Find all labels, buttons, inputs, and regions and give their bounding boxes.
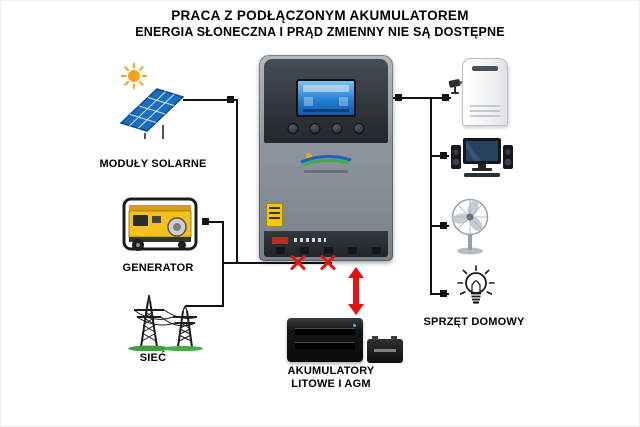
ups-battery-icon — [287, 318, 363, 362]
brand-text-strip — [304, 170, 348, 173]
solar-panel-icon — [119, 88, 185, 139]
battery-label-line2: LITOWE I AGM — [291, 378, 371, 390]
connector-dot — [442, 94, 449, 101]
connector-dot — [440, 290, 447, 297]
inverter-button — [331, 123, 343, 134]
wire-generator — [205, 221, 224, 223]
connector-dot — [227, 96, 234, 103]
connector-dot — [440, 222, 447, 229]
terminal-markings — [294, 238, 326, 242]
wire-load-ac — [430, 97, 451, 99]
connector-dot — [440, 152, 447, 159]
brand-logo-icon — [300, 153, 352, 167]
terminal-port — [372, 247, 381, 254]
grid-label: SIEĆ — [139, 352, 167, 364]
inverter-buttons — [287, 123, 365, 134]
wire-loads-bus — [430, 97, 432, 295]
battery-flow-arrow-icon — [348, 267, 364, 315]
battery-slot — [295, 342, 355, 349]
lcd-graphic — [339, 97, 348, 106]
wire-inverter-output — [392, 97, 432, 99]
battery-led — [353, 324, 356, 327]
air-conditioner-icon — [462, 58, 508, 126]
generator-icon — [122, 197, 198, 251]
battery-slot — [295, 328, 355, 335]
wire-load-bulb — [430, 293, 449, 295]
wire-ac-merge — [222, 221, 224, 307]
ac-vents — [470, 105, 500, 119]
lcd-graphic — [304, 97, 313, 106]
security-camera-icon — [448, 79, 462, 94]
wire-grid — [185, 305, 224, 307]
x-mark-solar-input-icon — [289, 253, 307, 271]
terminal-port — [324, 247, 333, 254]
inverter-button — [353, 123, 365, 134]
connector-dot — [202, 218, 209, 225]
computer-icon — [451, 138, 513, 177]
connector-dot — [395, 94, 402, 101]
inverter-button — [287, 123, 299, 134]
terminal-tag — [272, 237, 288, 244]
terminal-port — [300, 247, 309, 254]
solar-inverter — [259, 55, 393, 261]
light-bulb-icon — [457, 265, 495, 304]
wire-load-fan — [430, 225, 449, 227]
inverter-lcd-display — [296, 79, 356, 117]
wire-solar — [183, 99, 238, 101]
solar-label: MODUŁY SOLARNE — [99, 158, 207, 170]
battery-label: AKUMULATORY LITOWE I AGM — [269, 365, 393, 391]
battery-label-line1: AKUMULATORY — [287, 365, 375, 377]
wire-solar — [236, 99, 238, 264]
power-grid-icon — [128, 294, 203, 351]
fan-icon — [451, 198, 489, 255]
agm-battery-icon — [367, 336, 403, 363]
terminal-port — [276, 247, 285, 254]
page-title: PRACA Z PODŁĄCZONYM AKUMULATOREM — [171, 8, 469, 23]
lcd-graphic — [303, 85, 349, 92]
ac-vent-slit — [472, 66, 498, 71]
lcd-graphic — [303, 109, 349, 112]
wire-inverter-input — [222, 262, 332, 264]
wire-load-computer — [430, 155, 449, 157]
x-mark-ac-input-icon — [319, 253, 337, 271]
page-subtitle: ENERGIA SŁONECZNA I PRĄD ZMIENNY NIE SĄ … — [135, 25, 505, 39]
sun-icon — [121, 63, 147, 89]
terminal-port — [348, 247, 357, 254]
inverter-button — [309, 123, 321, 134]
loads-label: SPRZĘT DOMOWY — [423, 316, 525, 328]
generator-label: GENERATOR — [122, 262, 194, 274]
warning-label-icon — [266, 203, 283, 227]
